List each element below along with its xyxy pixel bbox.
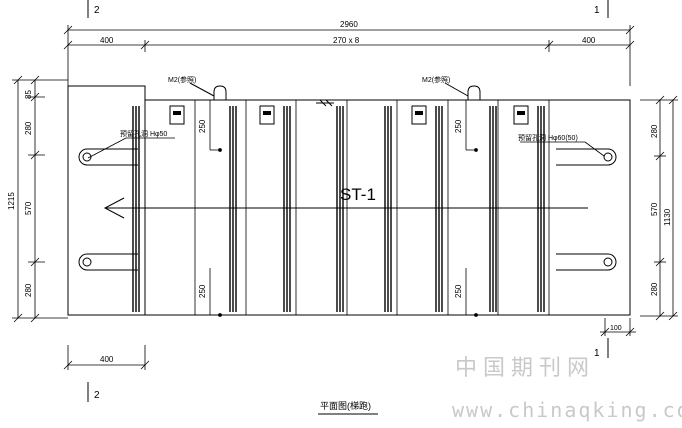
dim-inner-250-bottom-left: 250 xyxy=(198,284,207,298)
plan-caption: 平面图(梯跑) xyxy=(320,400,371,411)
embedded-plate xyxy=(513,105,529,125)
rebar-strip xyxy=(229,106,237,312)
plate-outline xyxy=(411,105,427,125)
dim-right-280-bottom: 280 xyxy=(650,282,659,296)
top-dimension-overall xyxy=(63,25,635,86)
inner-dim-dot xyxy=(474,148,478,152)
anchor-loop xyxy=(556,253,617,271)
watermark-cn: 中国期刊网 xyxy=(455,356,596,381)
embedded-plates xyxy=(169,105,529,125)
label-hole-left: 预留孔洞 Hφ50 xyxy=(120,129,167,138)
rebar-strip xyxy=(435,106,443,312)
m2-hook-left xyxy=(189,82,228,101)
label-m2-right: M2(参照) xyxy=(422,75,450,84)
plate-outline xyxy=(169,105,185,125)
embedded-plate xyxy=(411,105,427,125)
rebar-strip xyxy=(384,106,392,312)
dim-left-280-bottom: 280 xyxy=(24,283,33,297)
embedded-plate xyxy=(259,105,275,125)
anchor-loop xyxy=(78,148,138,166)
section-mark-top: 2 1 xyxy=(87,0,609,18)
hole-circle xyxy=(82,152,92,162)
anchor-loop xyxy=(78,253,138,271)
plate-fill xyxy=(173,111,181,115)
plate-outline xyxy=(259,105,275,125)
plate-fill xyxy=(517,111,525,115)
plate-fill xyxy=(415,111,423,115)
dim-inner-250-top-right: 250 xyxy=(454,119,463,133)
dim-left-total: 1215 xyxy=(7,192,16,210)
hole-circle xyxy=(603,152,613,162)
label-m2-left: M2(参照) xyxy=(168,75,196,84)
dim-inner-250-bottom-right: 250 xyxy=(454,284,463,298)
rebar-strip xyxy=(132,106,140,312)
loop-outline xyxy=(78,253,138,271)
bottom-right-dimension xyxy=(600,318,636,337)
inner-dim xyxy=(465,100,478,152)
inner-dim-dot xyxy=(218,148,222,152)
section-mark-top-left: 2 xyxy=(94,5,100,16)
bottom-left-dimension xyxy=(63,345,150,370)
plate-fill xyxy=(263,111,271,115)
section-mark-bottom-left: 2 xyxy=(94,390,100,401)
dim-bottom-left: 400 xyxy=(100,355,114,364)
dim-inner-250-top-left: 250 xyxy=(198,119,207,133)
embedded-plate xyxy=(169,105,185,125)
direction-arrow xyxy=(103,197,588,219)
anchor-loop xyxy=(556,148,617,166)
inner-dim xyxy=(465,268,478,317)
left-dimension-chain xyxy=(12,75,68,323)
loop-outline xyxy=(556,148,617,166)
inner-250-dimensions xyxy=(209,100,478,317)
watermark-url: www.chinaqking.com xyxy=(452,398,682,422)
label-hole-right: 预留孔洞 Hφ60(50) xyxy=(518,133,578,142)
top-center-mark xyxy=(316,99,334,107)
top-dimension-chain xyxy=(63,40,635,52)
dim-overall-length: 2960 xyxy=(340,20,358,29)
rebar-strip xyxy=(537,106,545,312)
rebar-strip xyxy=(336,106,344,312)
inner-dim xyxy=(209,100,222,152)
dim-right-280-top: 280 xyxy=(650,124,659,138)
plate-outline xyxy=(513,105,529,125)
inner-dim-dot xyxy=(218,313,222,317)
hole-leader-right xyxy=(520,141,605,157)
rebar-strip xyxy=(489,106,497,312)
dim-left-280-top: 280 xyxy=(24,121,33,135)
inner-dim xyxy=(209,268,222,317)
hole-circle xyxy=(82,257,92,267)
dim-middle-segment: 270 x 8 xyxy=(333,36,360,45)
dim-right-total: 1130 xyxy=(663,208,672,226)
dim-right-segment: 400 xyxy=(582,36,596,45)
section-mark-top-right: 1 xyxy=(594,5,600,16)
hole-circle xyxy=(603,257,613,267)
inner-dim-dot xyxy=(474,313,478,317)
dim-bottom-right: 100 xyxy=(610,325,622,332)
rebar-strip xyxy=(283,106,291,312)
loop-outline xyxy=(556,253,617,271)
member-id-label: ST-1 xyxy=(340,185,376,204)
loop-outline xyxy=(78,148,138,166)
dim-left-570: 570 xyxy=(24,201,33,215)
section-mark-bottom: 1 2 xyxy=(87,338,609,402)
dim-right-570: 570 xyxy=(650,202,659,216)
section-mark-bottom-right: 1 xyxy=(594,348,600,359)
dim-left-segment: 400 xyxy=(100,36,114,45)
hole-leader-left xyxy=(87,137,175,159)
m2-hook-right xyxy=(444,82,482,101)
anchor-loops xyxy=(78,148,617,271)
right-dimension-chain xyxy=(640,95,678,321)
dim-left-85: 85 xyxy=(24,90,33,99)
